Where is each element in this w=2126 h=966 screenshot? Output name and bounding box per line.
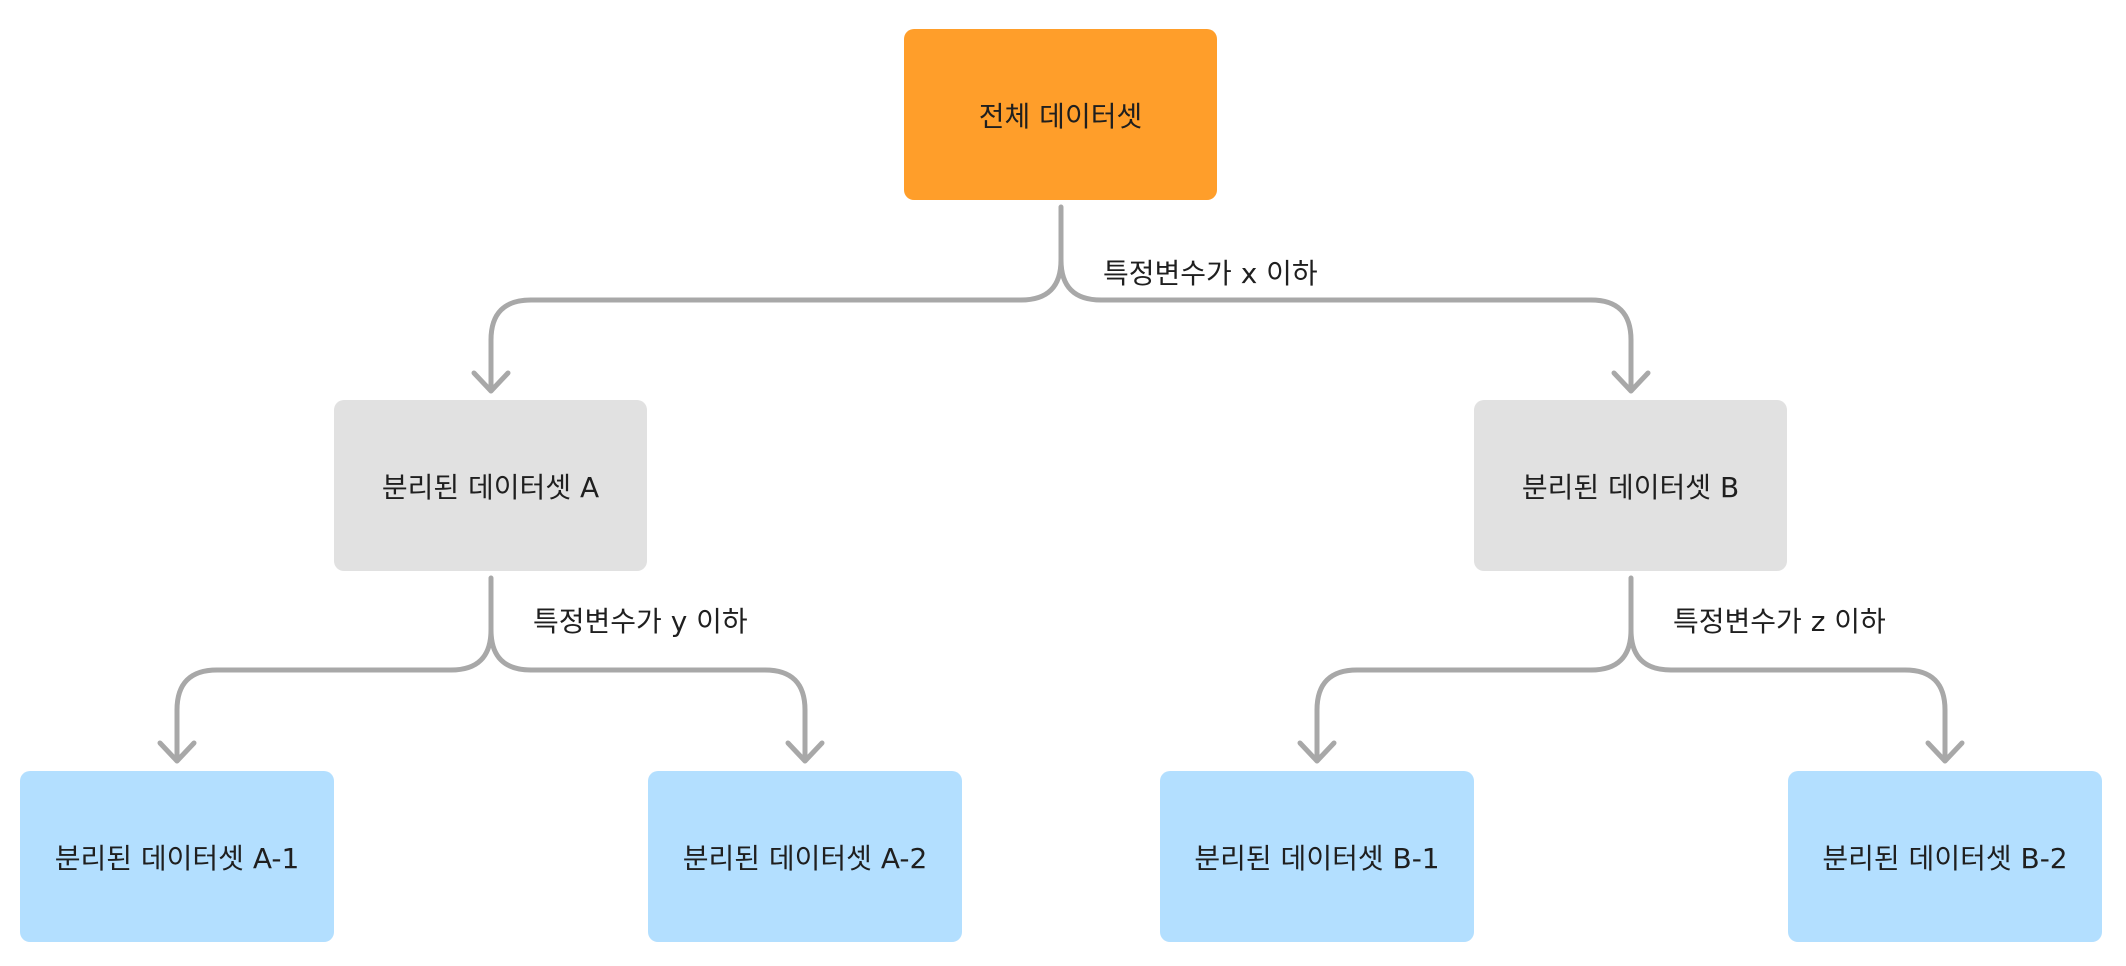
connector-a-to-a1: [174, 575, 494, 763]
connector-root-to-a: [488, 204, 1064, 393]
condition-b-split: 특정변수가 z 이하: [1673, 605, 1886, 638]
node-a-label: 분리된 데이터셋 A: [381, 470, 600, 504]
connector-b-to-b2: [1628, 627, 1948, 763]
node-a: 분리된 데이터셋 A: [334, 400, 647, 571]
connector-a-to-a2: [488, 627, 808, 763]
node-root: 전체 데이터셋: [904, 29, 1217, 200]
condition-root-split: 특정변수가 x 이하: [1103, 257, 1318, 290]
connector-b-to-b1: [1314, 575, 1634, 763]
node-root-label: 전체 데이터셋: [978, 99, 1143, 133]
arrowhead-a1: [157, 740, 197, 764]
node-b2-label: 분리된 데이터셋 B-2: [1822, 841, 2068, 875]
node-a1: 분리된 데이터셋 A-1: [20, 771, 334, 942]
node-b-label: 분리된 데이터셋 B: [1521, 470, 1740, 504]
arrowhead-b1: [1297, 740, 1337, 764]
node-a2-label: 분리된 데이터셋 A-2: [682, 841, 928, 875]
arrowhead-b2: [1925, 740, 1965, 764]
arrowhead-a: [471, 370, 511, 394]
arrowhead-a2: [785, 740, 825, 764]
node-b2: 분리된 데이터셋 B-2: [1788, 771, 2102, 942]
node-b: 분리된 데이터셋 B: [1474, 400, 1787, 571]
node-a2: 분리된 데이터셋 A-2: [648, 771, 962, 942]
condition-a-split: 특정변수가 y 이하: [533, 605, 748, 638]
node-b1-label: 분리된 데이터셋 B-1: [1194, 841, 1440, 875]
connector-root-to-b: [1058, 257, 1634, 393]
node-a1-label: 분리된 데이터셋 A-1: [54, 841, 300, 875]
node-b1: 분리된 데이터셋 B-1: [1160, 771, 1474, 942]
arrowhead-b: [1611, 370, 1651, 394]
